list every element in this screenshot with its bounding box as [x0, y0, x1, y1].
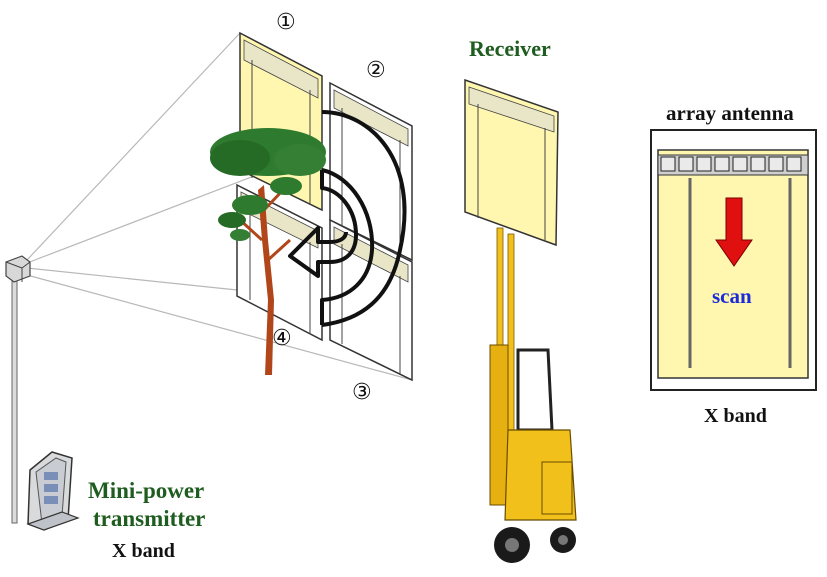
- x-band-left-label: X band: [112, 540, 175, 562]
- scan-path-arrow: [288, 110, 407, 327]
- position-2-marker: ②: [366, 58, 386, 83]
- position-1-marker: ①: [276, 10, 296, 35]
- tree-icon: [210, 128, 326, 375]
- x-band-right-label: X band: [704, 405, 767, 427]
- position-3-marker: ③: [352, 380, 372, 405]
- position-4-marker: ④: [272, 326, 292, 351]
- array-antenna-label: array antenna: [666, 101, 794, 125]
- receiver-label: Receiver: [469, 36, 551, 61]
- transmitter-label-line1: Mini-power: [88, 478, 205, 503]
- array-antenna-box: [650, 129, 817, 391]
- forklift-icon: [464, 78, 577, 563]
- scan-arrow-icon: [715, 197, 753, 267]
- transmitter-label-line2: transmitter: [93, 506, 206, 531]
- transmitter-device-icon: [26, 451, 80, 531]
- transmitter-pole: [5, 255, 31, 524]
- scan-label: scan: [712, 284, 752, 308]
